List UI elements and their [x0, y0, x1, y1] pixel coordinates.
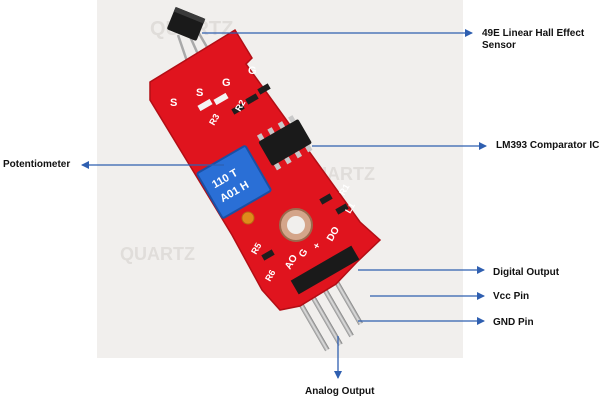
silk-plus: +: [311, 241, 324, 252]
svg-text:R6: R6: [263, 268, 277, 283]
svg-text:R2: R2: [233, 98, 247, 113]
watermark-text: QUARTZ: [120, 244, 195, 264]
potentiometer-body: 110 T A01 H: [196, 145, 272, 219]
svg-text:L1: L1: [343, 201, 357, 215]
hall-sensor-body: [167, 6, 206, 41]
smd-resistor: [231, 103, 245, 115]
hall-sensor-label: 49E Linear Hall Effect Sensor: [482, 28, 585, 51]
lm393-chip: [256, 115, 313, 171]
svg-text:R1: R1: [337, 182, 351, 197]
smd-resistor: [245, 93, 259, 105]
smd-resistor: [261, 249, 275, 261]
vcc-pin-label: Vcc Pin: [493, 291, 530, 302]
silk-g: G: [248, 65, 257, 77]
pcb-board: S S G G R3 R2 R6 L1 R1 R5 AO G + DO: [149, 28, 382, 311]
mounting-hole-center: [287, 216, 305, 234]
silk-g: G: [222, 77, 231, 89]
potentiometer-label: Potentiometer: [3, 159, 71, 170]
silk-s: S: [170, 97, 177, 109]
gnd-pin-label: GND Pin: [493, 317, 534, 328]
smd-resistor: [319, 193, 333, 205]
analog-output-label: Analog Output: [305, 386, 375, 397]
digital-output-label: Digital Output: [493, 267, 560, 278]
svg-text:R3: R3: [207, 112, 221, 127]
led-indicator: [241, 211, 255, 225]
smd-resistor: [257, 83, 271, 95]
callout-arrows: [81, 29, 487, 379]
lm393-label: LM393 Comparator IC: [496, 140, 600, 151]
smd-resistor: [335, 203, 349, 215]
svg-text:R5: R5: [249, 241, 263, 256]
silk-s: S: [196, 87, 203, 99]
pin-header-housing: [290, 245, 360, 295]
